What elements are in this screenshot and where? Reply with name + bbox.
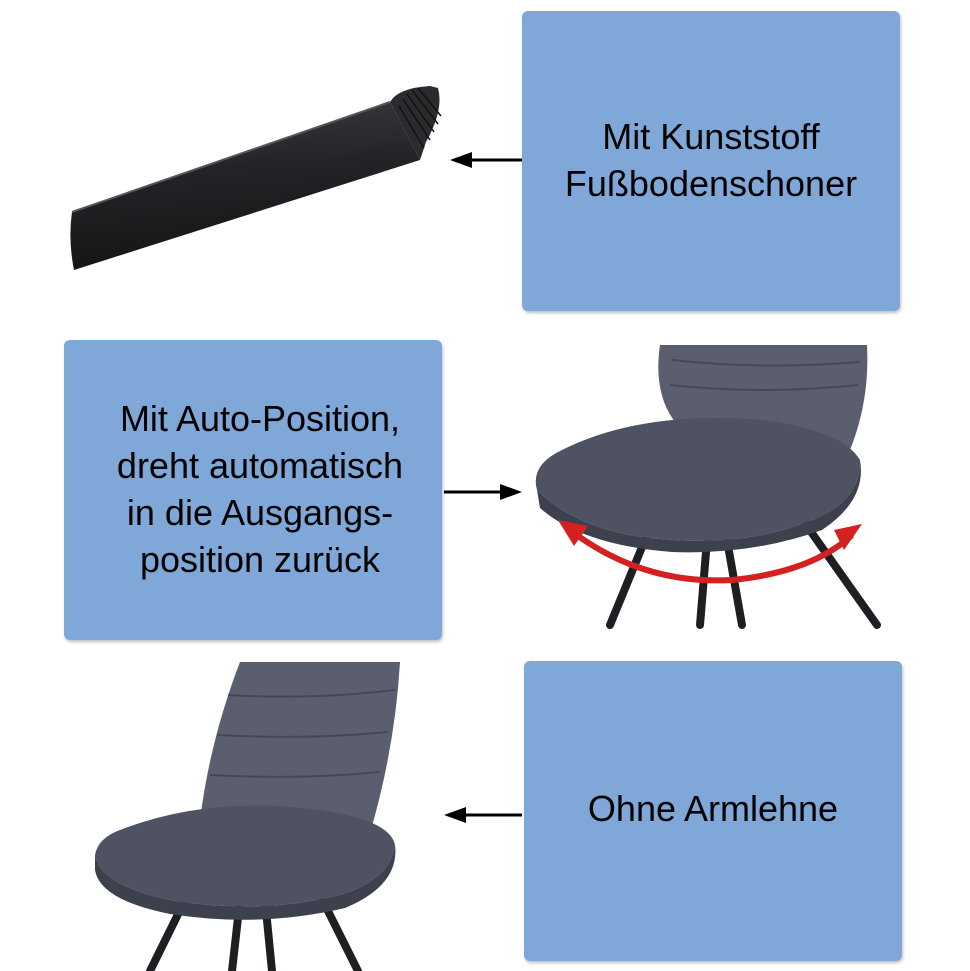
panel-floor-protector: Mit Kunststoff Fußbodenschoner bbox=[522, 11, 900, 311]
panel-line: Ohne Armlehne bbox=[587, 787, 839, 829]
chair-seat-rotation-image bbox=[535, 345, 881, 629]
panel-line: position zurück bbox=[139, 538, 381, 580]
chair-leg-image bbox=[70, 86, 442, 270]
panel-no-armrest-text: Ohne Armlehne bbox=[588, 786, 838, 833]
panel-line: Fußbodenschoner bbox=[564, 163, 858, 204]
panel-line: in die Ausgangs- bbox=[126, 492, 394, 533]
panel-no-armrest: Ohne Armlehne bbox=[524, 661, 902, 961]
arrow-left-icon bbox=[444, 807, 522, 823]
chair-side-image bbox=[95, 662, 400, 971]
panel-floor-protector-text: Mit Kunststoff Fußbodenschoner bbox=[565, 114, 857, 208]
panel-auto-position-text: Mit Auto-Position, dreht automatisch in … bbox=[117, 396, 403, 583]
panel-line: Mit Kunststoff bbox=[602, 116, 820, 158]
panel-auto-position: Mit Auto-Position, dreht automatisch in … bbox=[64, 340, 442, 640]
panel-line: dreht automatisch bbox=[116, 445, 404, 487]
arrow-left-icon bbox=[450, 152, 522, 168]
arrow-right-icon bbox=[444, 484, 522, 500]
panel-line: Mit Auto-Position, bbox=[119, 398, 401, 440]
